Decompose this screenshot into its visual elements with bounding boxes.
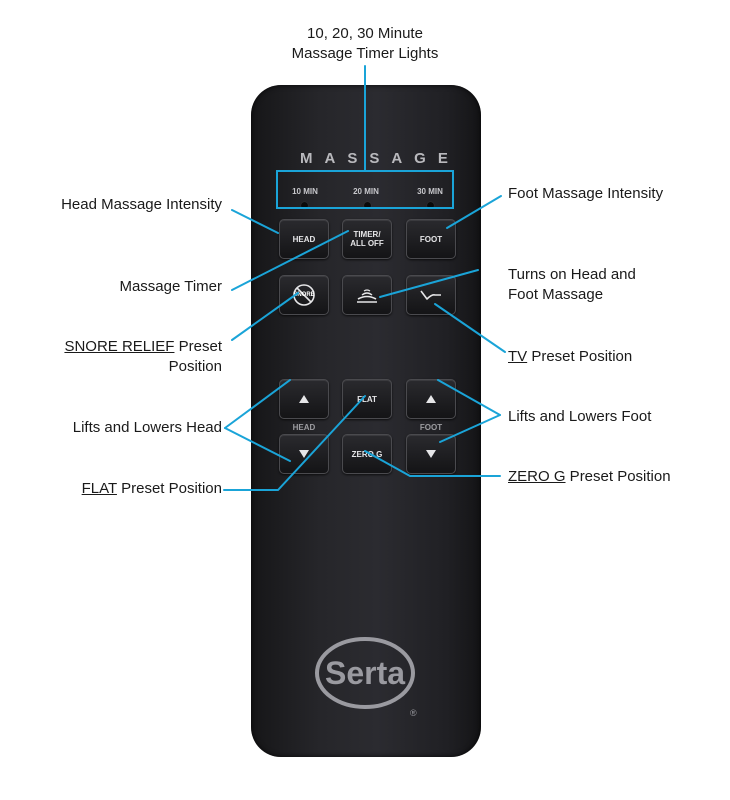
timer-light-10 [301,202,308,209]
triangle-down-icon [299,450,309,458]
annotation-foot-massage-intensity: Foot Massage Intensity [508,185,664,202]
callout-head-up [224,379,291,429]
registered-mark: ® [410,708,417,718]
triangle-up-icon [299,395,309,403]
tv-position-button[interactable] [406,275,456,315]
head-massage-button-label: HEAD [292,234,316,244]
foot-section-label: FOOT [419,423,443,432]
timer-label-30: 30 MIN [417,187,443,196]
timer-light-30 [427,202,434,209]
remote-control-body [251,85,481,757]
flat-button-label: FLAT [357,394,377,404]
foot-up-button[interactable] [406,379,456,419]
callout-foot-massage [446,195,502,229]
triangle-down-icon [426,450,436,458]
foot-massage-button[interactable]: FOOT [406,219,456,259]
callout-tv [434,303,506,353]
head-down-button[interactable] [279,434,329,474]
timer-all-off-button[interactable]: TIMER/ALL OFF [342,219,392,259]
timer-label-20: 20 MIN [353,187,379,196]
annotation-lifts-foot: Lifts and Lowers Foot [508,408,652,425]
massage-title: MASSAGE [300,150,460,167]
svg-text:Serta: Serta [325,655,405,691]
massage-waves-icon [354,286,380,304]
callout-zero-g [364,450,501,477]
serta-logo: Serta [315,637,415,709]
triangle-up-icon [426,395,436,403]
massage-on-button[interactable] [342,275,392,315]
annotation-head-massage-intensity: Head Massage Intensity [61,196,222,213]
callout-snore [231,292,299,341]
timer-all-off-label: TIMER/ALL OFF [350,230,384,248]
zero-g-button[interactable]: ZERO G [342,434,392,474]
head-up-button[interactable] [279,379,329,419]
annotation-tv-preset: TV Preset Position [508,348,633,365]
snore-relief-button[interactable]: SNORE [279,275,329,315]
callout-foot-down [439,414,501,443]
callout-turns-on [379,269,479,298]
callout-head-down [224,427,291,462]
foot-massage-button-label: FOOT [419,234,443,244]
callout-massage-timer [231,230,349,291]
timer-light-20 [364,202,371,209]
zero-g-button-label: ZERO G [351,449,383,459]
annotation-massage-timer: Massage Timer [119,278,222,295]
annotation-zero-g-preset: ZERO G Preset Position [508,468,671,485]
tv-position-icon [419,288,443,302]
callout-head-massage [231,209,279,234]
annotation-lifts-head: Lifts and Lowers Head [72,419,222,436]
annotation-flat-preset: FLAT Preset Position [81,480,222,497]
foot-down-button[interactable] [406,434,456,474]
head-section-label: HEAD [292,423,316,432]
timer-label-10: 10 MIN [292,187,318,196]
callout-foot-up [437,379,501,416]
callout-flat [223,395,366,491]
